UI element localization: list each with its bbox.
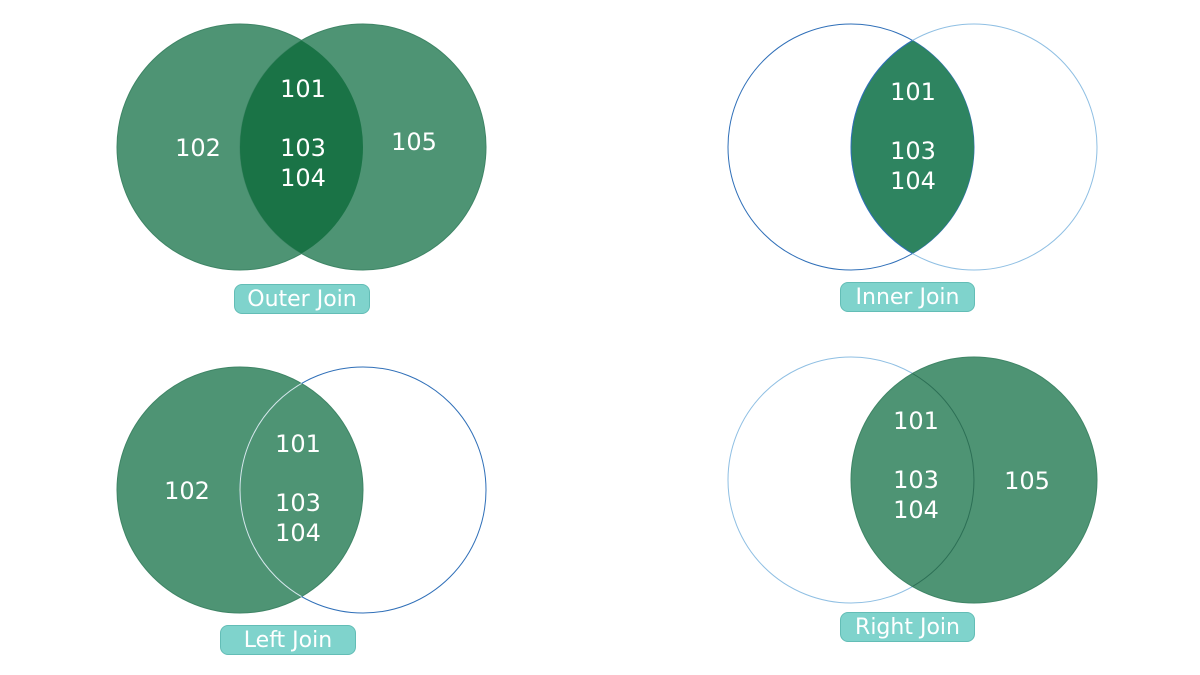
left-join-label: Left Join [220,625,356,655]
right-overlap-value-bot: 104 [893,496,939,524]
right-overlap-value-top: 101 [893,407,939,435]
right-overlap-arc [912,373,975,587]
right-join-label: Right Join [840,612,975,642]
left-overlap-edge [239,367,363,613]
left-overlap-value-top: 101 [275,430,321,458]
right-right-only-value: 105 [1004,467,1050,495]
left-join-diagram: 102 101 103 104 [116,366,487,614]
inner-overlap-value-bot: 104 [890,167,936,195]
outer-overlap-value-top: 101 [280,75,326,103]
left-overlap-value-mid: 103 [275,489,321,517]
outer-join-diagram: 102 101 103 104 105 [116,23,487,271]
outer-overlap-region [240,24,363,270]
outer-join-label: Outer Join [234,284,370,314]
outer-overlap-value-mid: 103 [280,134,326,162]
right-join-diagram: 101 103 104 105 [727,356,1098,604]
outer-left-only-value: 102 [175,134,221,162]
outer-right-only-value: 105 [391,128,437,156]
inner-join-diagram: 101 103 104 [727,23,1098,271]
outer-overlap-value-bot: 104 [280,164,326,192]
inner-overlap-region [850,24,974,270]
inner-join-label: Inner Join [840,282,975,312]
right-overlap-value-mid: 103 [893,466,939,494]
left-overlap-value-bot: 104 [275,519,321,547]
inner-overlap-value-top: 101 [890,78,936,106]
inner-overlap-value-mid: 103 [890,137,936,165]
left-left-only-value: 102 [164,477,210,505]
